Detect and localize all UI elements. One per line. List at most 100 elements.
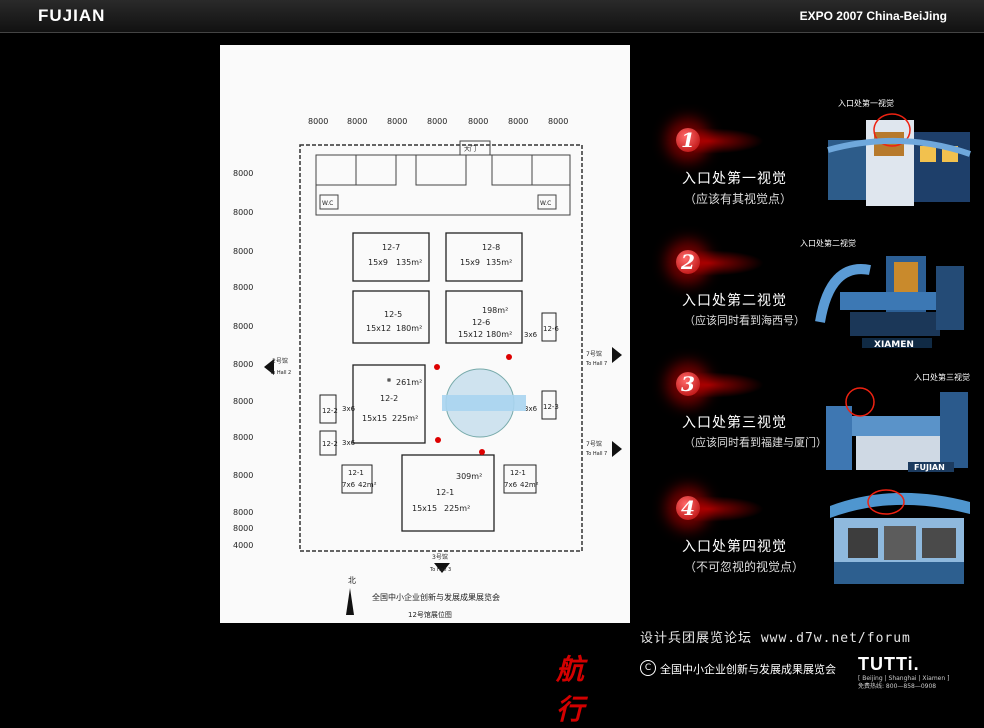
dim-left: 4000 — [233, 541, 253, 550]
hall-id: 12-7 — [382, 243, 400, 252]
booth-sign-fujian: FUJIAN — [914, 463, 945, 472]
gate-right-top: 7号馆 — [586, 350, 602, 358]
hall-size: 15x15 — [412, 504, 437, 513]
dim-top: 8000 — [308, 117, 328, 126]
visual-title: 入口处第二视觉 — [682, 293, 787, 309]
dim-top: 8000 — [427, 117, 447, 126]
copyright-icon: C — [640, 660, 656, 676]
hall-extra: 309m² — [456, 472, 482, 481]
north-label: 北 — [348, 576, 356, 585]
dim-left: 8000 — [233, 283, 253, 292]
dim-left: 8000 — [233, 471, 253, 480]
booth-small: 12-1 — [510, 469, 526, 477]
red-glow — [694, 128, 764, 154]
hall-extra: 261m² — [396, 378, 422, 387]
booth-small: 12-2 — [322, 407, 338, 415]
gate-right-bottom-en: To Hall 7 — [585, 451, 607, 457]
booth-small-area: 42m² — [358, 481, 377, 489]
dim-left: 8000 — [233, 397, 253, 406]
top-bar: FUJIAN EXPO 2007 China-BeiJing — [0, 0, 984, 33]
booth-small: 12-6 — [543, 325, 559, 333]
plan-caption-2: 12号馆展位图 — [408, 610, 452, 619]
booth-small: 12-2 — [322, 440, 338, 448]
plan-caption: 全国中小企业创新与发展成果展览会 — [372, 592, 500, 602]
hall-id: 12-8 — [482, 243, 500, 252]
gate-left: 2号馆 — [272, 357, 288, 365]
visual-subtitle: （应该有其视觉点） — [684, 192, 793, 206]
dim-3x6: 3x6 — [342, 439, 356, 447]
gate-left-en: To Hall 2 — [269, 370, 291, 376]
visual-subtitle: （不可忽视的视觉点） — [684, 560, 805, 574]
booth-small: 12-3 — [543, 403, 559, 411]
gate-right-top-en: To Hall 7 — [585, 361, 607, 367]
booth-sign-xiamen: XIAMEN — [874, 340, 914, 350]
booth-render-2: XIAMEN — [815, 256, 964, 350]
brand-title: FUJIAN — [38, 6, 106, 25]
footer-exhibition-title: 全国中小企业创新与发展成果展览会 — [660, 663, 836, 676]
booth-small: 12-1 — [348, 469, 364, 477]
dim-left: 8000 — [233, 508, 253, 517]
visual-3: 3 入口处第三视觉 （应该同时看到福建与厦门） 入口处第三视觉 FUJIAN — [676, 372, 976, 482]
hall-area: 180m² — [396, 324, 422, 333]
booth-small-size: 7x6 — [504, 481, 518, 489]
hall-area: 135m² — [486, 258, 512, 267]
hall-12-1 — [401, 454, 495, 532]
hall-size: 15x15 — [362, 414, 387, 423]
dim-top: 8000 — [387, 117, 407, 126]
entrance-top: 大门 — [464, 145, 476, 153]
hall-size: 15x12 — [366, 324, 391, 333]
dim-3x6: 3x6 — [342, 405, 356, 413]
gate-right-bottom: 7号馆 — [586, 440, 602, 448]
hall-12-5 — [352, 290, 430, 344]
hall-area: 225m² — [444, 504, 470, 513]
hall-12-6 — [445, 290, 523, 344]
hall-extra: 198m² — [482, 306, 508, 315]
forum-watermark: 设计兵团展览论坛 www.d7w.net/forum — [640, 631, 911, 646]
hall-id: 12-5 — [384, 310, 402, 319]
dim-left: 8000 — [233, 169, 253, 178]
hall-12-2 — [352, 364, 426, 444]
calligraphy-logo: 航行 — [556, 653, 585, 726]
dim-left: 8000 — [233, 360, 253, 369]
visual-number: 3 — [676, 372, 700, 396]
hall-area: 225m² — [392, 414, 418, 423]
hall-id: 12-6 — [472, 318, 490, 327]
wc-label: W.C — [322, 200, 333, 207]
gate-bottom-en: To Hall 3 — [429, 567, 451, 573]
red-glow — [694, 496, 764, 522]
visual-2: 2 入口处第二视觉 （应该同时看到海西号） 入口处第二视觉 XIAMEN — [676, 239, 976, 360]
company-logo: TUTTi. — [858, 654, 920, 674]
booth-render-4 — [830, 489, 970, 584]
company-cities: [ Beijing | Shanghai | Xiamen ] — [858, 675, 950, 682]
dim-top: 8000 — [347, 117, 367, 126]
floor-plan: 8000 8000 8000 8000 8000 8000 8000 8000 … — [220, 45, 630, 623]
visual-title: 入口处第三视觉 — [682, 415, 787, 431]
dim-left: 8000 — [233, 208, 253, 217]
hall-size: 15x9 — [368, 258, 388, 267]
booth-small-area: 42m² — [520, 481, 539, 489]
dim-3x6: 3x6 — [524, 405, 538, 413]
gate-bottom: 3号馆 — [432, 553, 448, 561]
wc-label: W.C — [540, 200, 551, 207]
visual-number: 1 — [676, 128, 700, 152]
red-glow — [694, 372, 764, 398]
hall-size: 15x9 — [460, 258, 480, 267]
booth-caption: 入口处第一视觉 — [838, 99, 894, 108]
dim-3x6: 3x6 — [524, 331, 538, 339]
dim-left: 8000 — [233, 247, 253, 256]
visual-subtitle: （应该同时看到福建与厦门） — [684, 436, 827, 449]
company-hotline: 免费热线: 800—858—0908 — [858, 683, 937, 690]
visual-title: 入口处第四视觉 — [682, 539, 787, 555]
hall-area: 135m² — [396, 258, 422, 267]
visual-4: 4 入口处第四视觉 （不可忽视的视觉点） — [676, 489, 976, 606]
visual-number: 2 — [676, 250, 700, 274]
red-glow — [694, 250, 764, 276]
booth-small-size: 7x6 — [342, 481, 356, 489]
dim-left: 8000 — [233, 322, 253, 331]
visual-title: 入口处第一视觉 — [682, 171, 787, 187]
dim-top: 8000 — [548, 117, 568, 126]
booth-caption: 入口处第三视觉 — [914, 373, 970, 382]
hall-12-8 — [445, 232, 523, 282]
booth-render-1 — [827, 113, 971, 206]
floor-plan-drawing: 8000 8000 8000 8000 8000 8000 8000 8000 … — [233, 117, 622, 619]
